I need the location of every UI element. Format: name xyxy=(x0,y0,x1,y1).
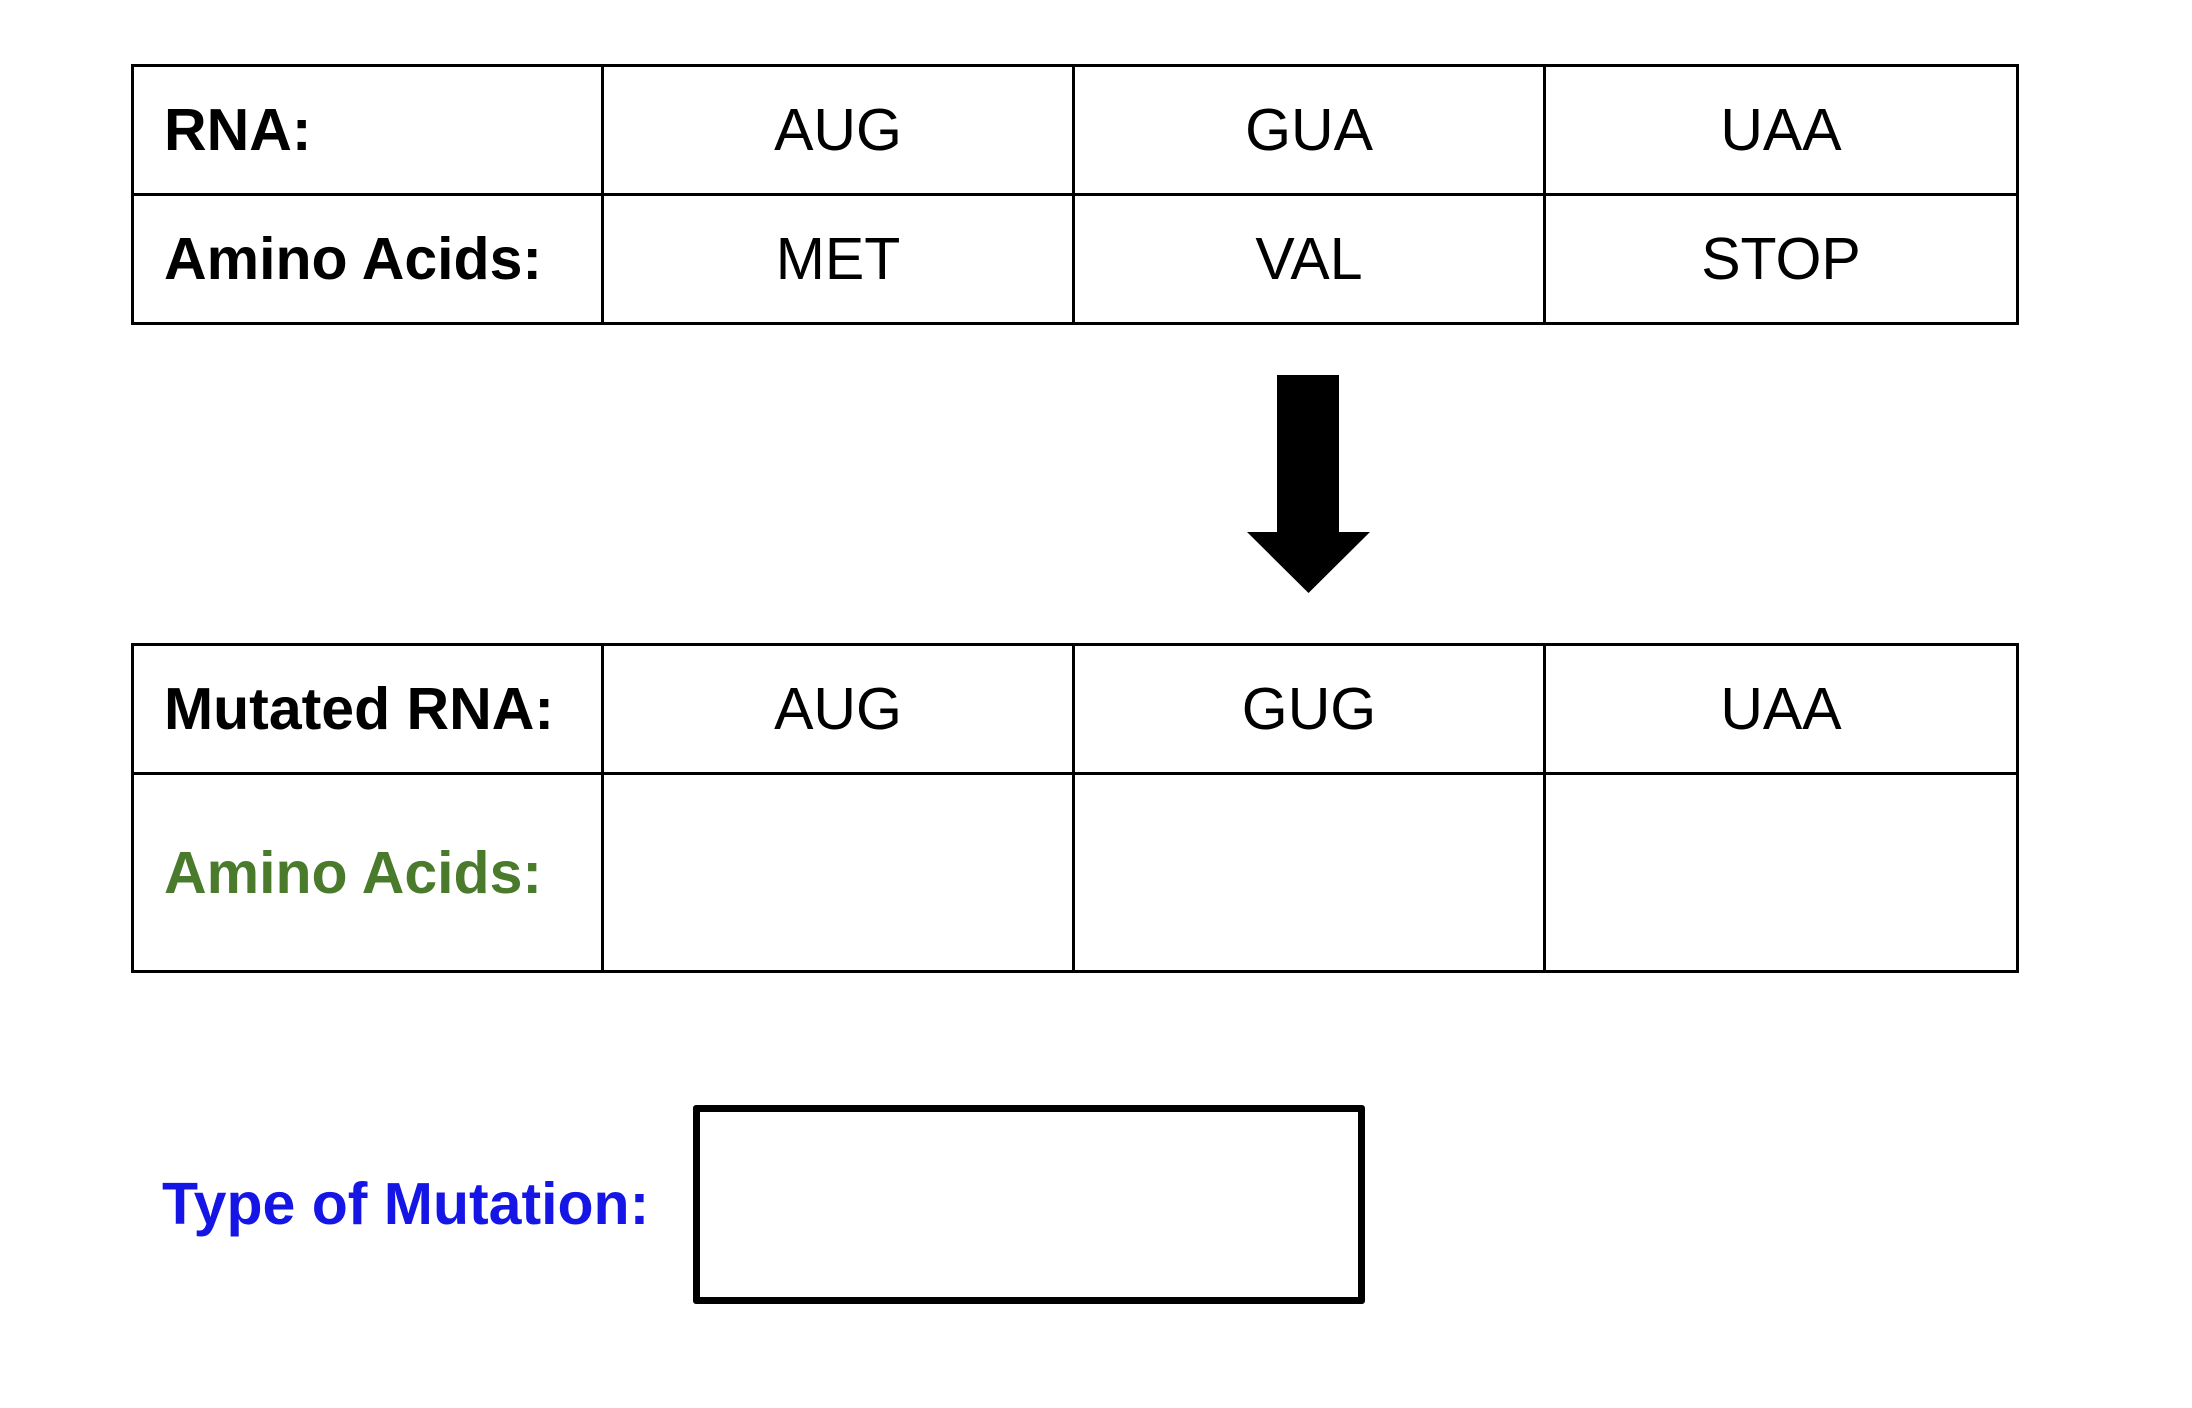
mutated-rna-codon-1: AUG xyxy=(601,643,1075,775)
rna-row: RNA: AUG GUA UAA xyxy=(131,64,2019,196)
rna-codon-1: AUG xyxy=(601,64,1075,196)
amino-acid-1: MET xyxy=(601,193,1075,325)
type-of-mutation-label: Type of Mutation: xyxy=(162,1171,650,1237)
amino-acid-row: Amino Acids: MET VAL STOP xyxy=(131,193,2019,325)
rna-codon-3: UAA xyxy=(1543,64,2019,196)
mutated-amino-acid-2[interactable] xyxy=(1072,772,1546,973)
mutated-rna-row: Mutated RNA: AUG GUG UAA xyxy=(131,643,2019,775)
amino-acids-label: Amino Acids: xyxy=(131,193,604,325)
mutated-amino-acids-label: Amino Acids: xyxy=(131,772,604,973)
mutated-rna-codon-3: UAA xyxy=(1543,643,2019,775)
mutated-amino-acid-row: Amino Acids: xyxy=(131,772,2019,973)
mutated-amino-acid-3[interactable] xyxy=(1543,772,2019,973)
type-of-mutation-answer-box[interactable] xyxy=(693,1105,1365,1304)
down-arrow-icon xyxy=(1247,375,1370,593)
mutated-sequence-table: Mutated RNA: AUG GUG UAA Amino Acids: xyxy=(131,643,2019,973)
rna-codon-2: GUA xyxy=(1072,64,1546,196)
amino-acid-2: VAL xyxy=(1072,193,1546,325)
mutated-amino-acid-1[interactable] xyxy=(601,772,1075,973)
mutated-rna-codon-2: GUG xyxy=(1072,643,1546,775)
original-sequence-table: RNA: AUG GUA UAA Amino Acids: MET VAL ST… xyxy=(131,64,2019,325)
mutated-rna-label: Mutated RNA: xyxy=(131,643,604,775)
amino-acid-3: STOP xyxy=(1543,193,2019,325)
rna-label: RNA: xyxy=(131,64,604,196)
